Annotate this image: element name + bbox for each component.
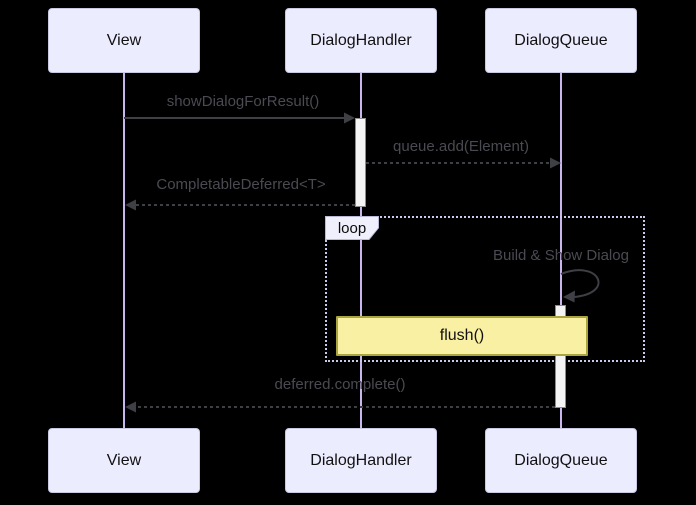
actor-label-view-bottom: View (106, 451, 142, 469)
activation-dialogqueue (555, 305, 566, 408)
note-flush-text: flush() (439, 327, 485, 344)
arrow-deferred-complete (125, 401, 555, 413)
lifeline-dialoghandler (360, 73, 362, 428)
actor-label-dialogqueue-bottom: DialogQueue (514, 451, 608, 469)
activation-dialoghandler (355, 118, 366, 207)
actor-box-view-top: View (48, 8, 200, 73)
actor-box-dialoghandler-bottom: DialogHandler (285, 428, 437, 493)
arrow-queue-add (366, 157, 561, 169)
actor-label-dialoghandler-top: DialogHandler (310, 31, 412, 49)
message-label-deferred-complete: deferred.complete() (274, 376, 406, 393)
message-label-completabledeferred: CompletableDeferred<T> (156, 176, 326, 193)
arrow-completabledeferred (125, 199, 355, 211)
loop-label: loop (325, 216, 379, 240)
loop-label-text: loop (326, 217, 378, 239)
note-flush: flush() (336, 316, 588, 356)
message-label-build-show-dialog: Build & Show Dialog (493, 247, 629, 264)
actor-label-view-top: View (106, 31, 142, 49)
actor-box-dialogqueue-bottom: DialogQueue (485, 428, 637, 493)
actor-box-dialoghandler-top: DialogHandler (285, 8, 437, 73)
arrow-showdialogforresult (124, 112, 355, 124)
loop-frame (325, 216, 645, 362)
message-label-showdialogforresult: showDialogForResult() (166, 93, 320, 110)
actor-label-dialogqueue-top: DialogQueue (514, 31, 608, 49)
message-label-queue-add: queue.add(Element) (393, 138, 529, 155)
actor-box-view-bottom: View (48, 428, 200, 493)
lifeline-view (123, 73, 125, 428)
actor-box-dialogqueue-top: DialogQueue (485, 8, 637, 73)
actor-label-dialoghandler-bottom: DialogHandler (310, 451, 412, 469)
lifeline-dialogqueue (560, 73, 562, 428)
